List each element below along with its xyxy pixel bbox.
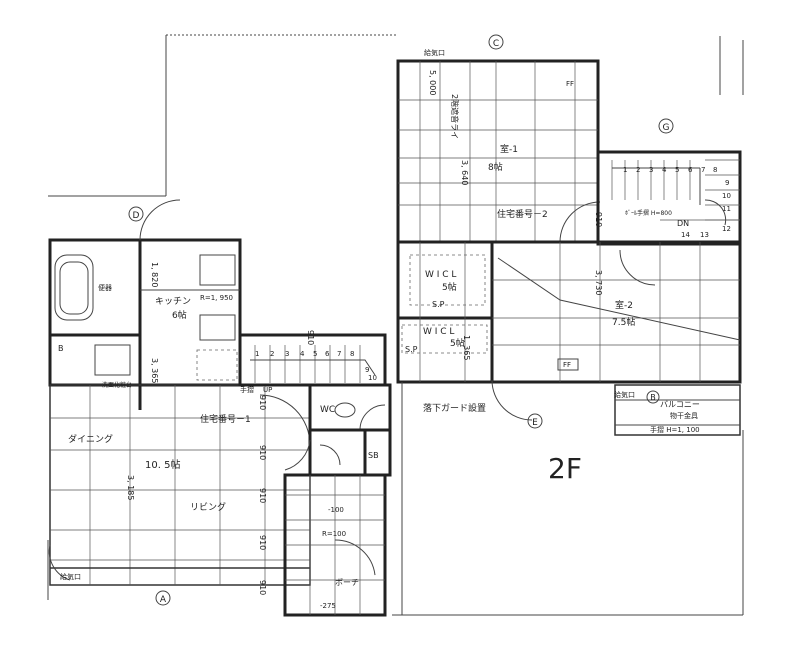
stair-right-11: 11	[722, 205, 731, 213]
kitchen-size: 6帖	[172, 309, 187, 321]
scan-borders	[47, 34, 744, 616]
stair-left-1: 1	[255, 350, 259, 358]
stair-top-6: 6	[688, 166, 693, 174]
up-label: UP	[263, 386, 272, 394]
stair-left-2: 2	[270, 350, 274, 358]
living-name: リビング	[190, 501, 226, 513]
stair-left-10: 10	[368, 374, 377, 382]
dim-1820: 1, 820	[150, 262, 159, 287]
wicl-bottom-sp: S.P	[405, 345, 418, 354]
stair-right-13: 13	[700, 231, 709, 239]
dim-3185: 3, 185	[126, 475, 135, 500]
dim-910-b: 910	[258, 445, 267, 460]
vent-label-1: 給気口	[424, 48, 445, 57]
dim-910-top: 910	[594, 212, 603, 227]
stair-right-14: 14	[681, 231, 690, 239]
dim-910-f: 910	[306, 330, 315, 345]
stair-note: ﾎﾞｰﾙ手摺 H=800	[625, 209, 672, 217]
dim-910-a: 910	[258, 395, 267, 410]
balcony-note: 物干金具	[670, 411, 698, 420]
dining-name: ダイニング	[68, 433, 113, 445]
r275-label: -275	[320, 602, 336, 610]
left-block	[48, 199, 392, 617]
wc-name: WC	[320, 405, 335, 415]
wicl-bottom-size: 5帖	[450, 337, 465, 349]
r100-label: R=100	[322, 530, 346, 538]
grid-marker-g: G	[663, 123, 670, 133]
room2-name: 室-2	[615, 299, 633, 311]
porch-name: ポーチ	[335, 578, 359, 587]
r100b-label: -100	[328, 506, 344, 514]
stair-top-2: 2	[636, 166, 640, 174]
living-size: 10. 5帖	[145, 458, 180, 471]
room2-size: 7.5帖	[612, 316, 635, 328]
grid-marker-b: B	[650, 393, 656, 402]
dim-5000: 5, 000	[428, 70, 437, 95]
handrail-label: 手摺	[240, 385, 254, 394]
dimensions: 5, 000 3, 640 910 1, 820 3, 365 910 910 …	[126, 70, 603, 595]
grid-marker-e: E	[532, 418, 538, 428]
balcony-handrail: 手摺 H=1, 100	[650, 425, 700, 434]
unit-number-2: 住宅番号－2	[497, 208, 548, 220]
wicl-top-sp: S.P	[432, 300, 445, 309]
stair-right-9: 9	[725, 179, 729, 187]
dim-3730: 3, 730	[594, 270, 603, 295]
fall-guard-label: 落下ガード設置	[423, 402, 486, 414]
sb-name: SB	[368, 451, 379, 460]
ff-mark: FF	[566, 80, 574, 88]
upper-block	[396, 59, 742, 615]
vent-label-2: 給気口	[60, 572, 81, 581]
bath-mark: B	[58, 344, 64, 353]
stair-top-3: 3	[649, 166, 653, 174]
ff-label: FF	[563, 361, 571, 369]
grid-marker-a: A	[160, 595, 167, 605]
stair-left-9: 9	[365, 366, 369, 374]
wash-label: 洗面化粧台	[102, 381, 132, 389]
wicl-top-size: 5帖	[442, 281, 457, 293]
toilet-label: 便器	[98, 283, 112, 292]
room1-name: 室-1	[500, 143, 518, 155]
dim-910-e: 910	[258, 580, 267, 595]
room1-ceiling: 2階遮音ライ	[450, 94, 460, 139]
stair-left-6: 6	[325, 350, 330, 358]
stair-left-7: 7	[337, 350, 341, 358]
kitchen-note: R=1, 950	[200, 294, 233, 302]
wicl-top-name: W I C L	[425, 270, 456, 280]
unit-number-1: 住宅番号－1	[200, 413, 251, 425]
kitchen-name: キッチン	[155, 296, 191, 307]
balcony-name: バルコニー	[660, 400, 700, 409]
stair-top-7: 7	[701, 166, 705, 174]
floor-label: 2F	[548, 452, 582, 485]
stair-right-10: 10	[722, 192, 731, 200]
wicl-bottom-name: W I C L	[423, 327, 454, 337]
stair-left-5: 5	[313, 350, 317, 358]
dim-910-c: 910	[258, 488, 267, 503]
grid-marker-c: C	[493, 39, 499, 49]
stair-top-5: 5	[675, 166, 679, 174]
dim-3640: 3, 640	[460, 160, 469, 185]
dim-910-d: 910	[258, 535, 267, 550]
stair-left-4: 4	[300, 350, 305, 358]
dn-label: DN	[677, 219, 689, 228]
dim-1365: 1, 365	[462, 335, 471, 360]
vent-label-3: 給気口	[614, 390, 635, 399]
room1-size: 8帖	[488, 161, 503, 173]
dim-3365: 3, 365	[150, 358, 159, 383]
stair-top-8: 8	[713, 166, 717, 174]
stair-top-4: 4	[662, 166, 667, 174]
stair-right-12: 12	[722, 225, 731, 233]
stair-numbers: 1 2 3 4 5 6 7 8 9 10 11 12 13 14 1 2 3 4…	[255, 166, 731, 382]
stair-top-1: 1	[623, 166, 627, 174]
room-labels: 室-1 8帖 2階遮音ライ 住宅番号－2 室-2 7.5帖 W I C L 5帖…	[58, 48, 700, 610]
grid-markers: C D G E A B	[128, 34, 674, 606]
grid-marker-d: D	[133, 211, 140, 221]
stair-left-3: 3	[285, 350, 289, 358]
stair-left-8: 8	[350, 350, 354, 358]
